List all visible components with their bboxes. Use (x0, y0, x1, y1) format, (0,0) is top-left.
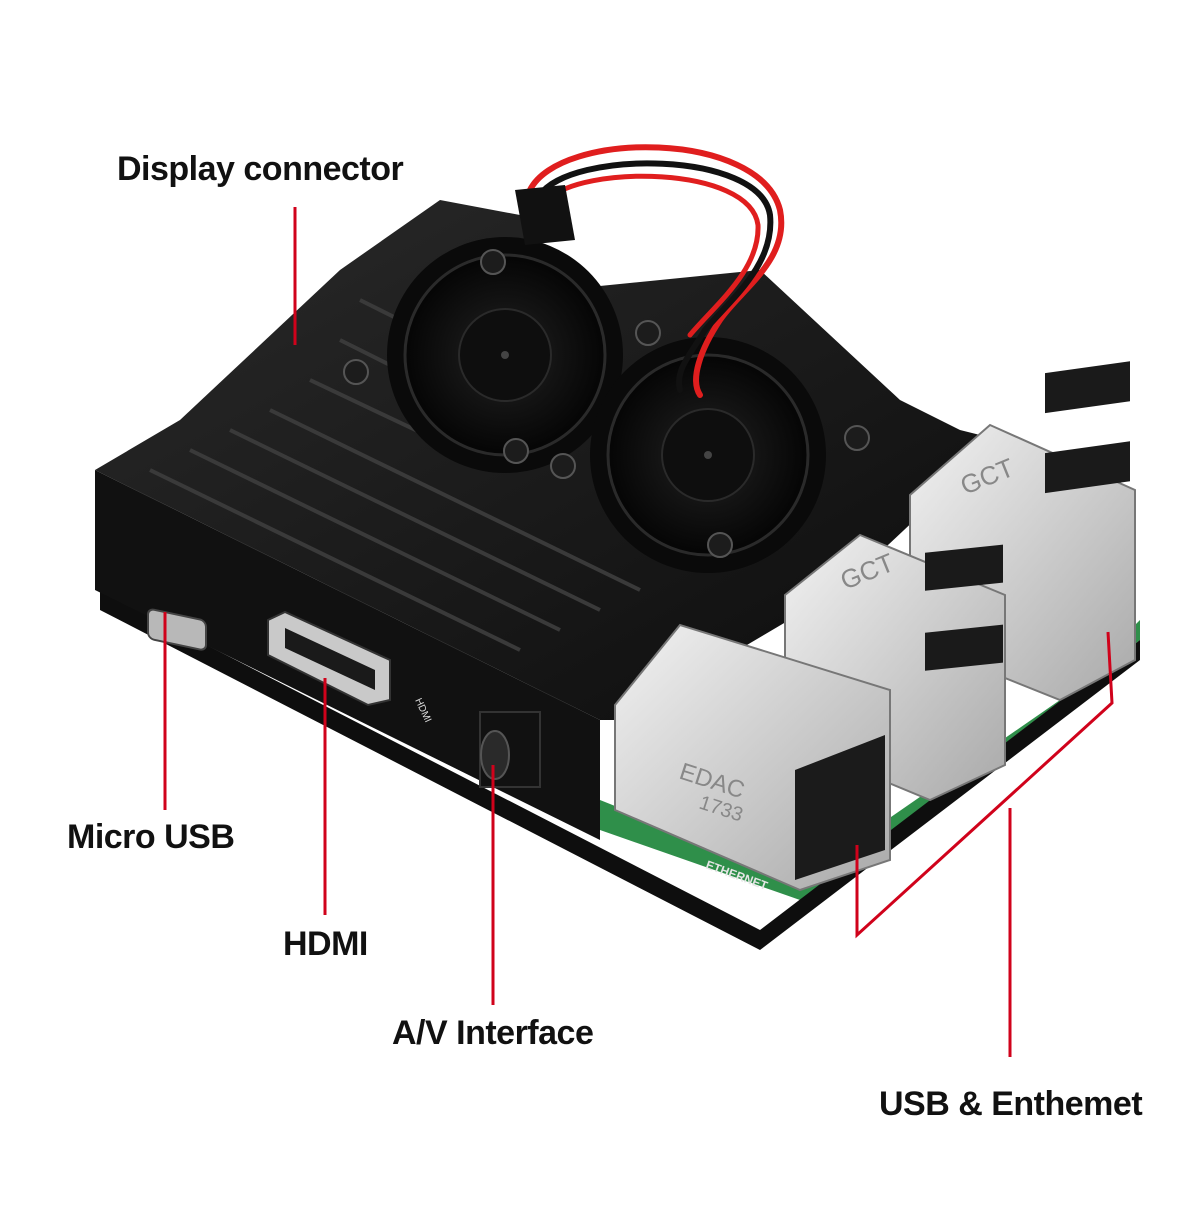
micro-usb-port (147, 608, 207, 651)
fan-wires (527, 144, 785, 398)
callout-lines (163, 207, 1114, 1057)
label-usb-ethernet: USB & Enthemet (879, 1085, 1143, 1123)
label-display-connector: Display connector (117, 150, 404, 188)
fan-screws (343, 249, 870, 558)
pcb-board (108, 565, 1140, 900)
hdmi-port (267, 610, 391, 707)
heatsink-fins (149, 298, 641, 652)
fan-left (387, 237, 623, 473)
label-av-interface: A/V Interface (392, 1014, 594, 1052)
callout-usb-ethernet (855, 631, 1114, 939)
fan-connector (515, 185, 575, 245)
label-hdmi: HDMI (283, 925, 368, 963)
label-micro-usb: Micro USB (67, 818, 235, 856)
fan-right (590, 337, 826, 573)
av-jack (479, 711, 541, 788)
ethernet-port (614, 623, 891, 892)
